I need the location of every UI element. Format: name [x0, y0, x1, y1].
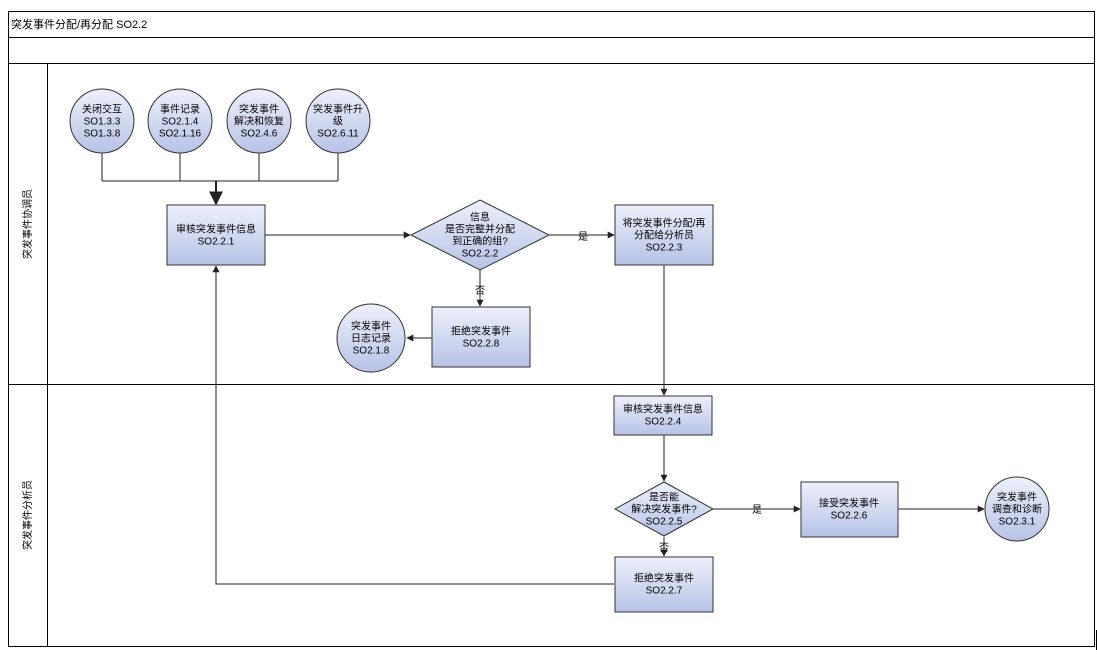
node-c4-label-line: 级 — [333, 116, 343, 128]
node-c218-label-line: SO2.1.8 — [353, 346, 390, 357]
node-c231-label-line: 调查和诊断 — [992, 503, 1042, 516]
node-r228-label-line: SO2.2.8 — [463, 339, 500, 350]
node-228-box[interactable] — [431, 306, 531, 368]
node-c4-label-line: 突发事件升 — [313, 103, 363, 116]
node-d225-label-line: 是否能 — [649, 491, 679, 504]
node-r227-label-line: SO2.2.7 — [646, 586, 683, 597]
node-c3-circle[interactable] — [226, 88, 292, 154]
node-c2-circle[interactable] — [147, 88, 213, 154]
node-c3-label-line: 突发事件 — [239, 103, 279, 116]
node-221-box[interactable] — [166, 204, 266, 266]
edge-label-no-225: 否 — [659, 542, 669, 554]
node-224-box[interactable] — [613, 395, 713, 436]
node-225-diamond[interactable] — [613, 481, 715, 537]
node-222-diamond[interactable] — [409, 199, 551, 271]
node-c3-label-line: 解决和恢复 — [234, 115, 284, 128]
node-r223-label-line: 分配给分析员 — [634, 229, 694, 242]
node-r221-label-line: SO2.2.1 — [198, 237, 235, 248]
node-d225-label: 是否能解决突发事件?SO2.2.5 — [631, 491, 697, 528]
node-c4-circle[interactable] — [305, 88, 371, 154]
node-c218-label-line: 日志记录 — [351, 332, 391, 345]
node-r224-label-line: 审核突发事件信息 — [623, 403, 703, 416]
node-226-box[interactable] — [800, 481, 899, 538]
node-218-circle[interactable] — [336, 303, 406, 373]
shapes — [69, 88, 1050, 613]
node-r227-label-line: 拒绝突发事件 — [634, 572, 694, 585]
node-c1-label-line: SO1.3.8 — [84, 129, 121, 140]
node-c231-label-line: 突发事件 — [997, 491, 1037, 504]
edge-label-yes-225: 是 — [752, 504, 762, 516]
node-223-box[interactable] — [614, 204, 714, 266]
node-r226-label-line: SO2.2.6 — [831, 511, 868, 522]
node-c231-label-line: SO2.3.1 — [999, 517, 1036, 528]
node-d222-label-line: 信息 — [470, 211, 490, 224]
node-d222-label-line: SO2.2.2 — [462, 249, 499, 260]
node-r221-label-line: 审核突发事件信息 — [176, 223, 256, 236]
node-r224-label-line: SO2.2.4 — [645, 417, 682, 428]
node-d225-label-line: SO2.2.5 — [646, 517, 683, 528]
node-227-box[interactable] — [614, 556, 714, 613]
node-d222-label-line: 到正确的组? — [452, 235, 508, 248]
page-title: 突发事件分配/再分配 SO2.2 — [11, 17, 147, 31]
node-r223-label-line: 将突发事件分配/再 — [623, 217, 706, 230]
node-r226-label-line: 接受突发事件 — [819, 497, 879, 510]
node-c2-label-line: SO2.1.16 — [159, 129, 202, 140]
node-c2-label-line: 事件记录 — [160, 103, 200, 116]
node-d222-label-line: 是否完整并分配 — [445, 223, 515, 236]
node-c2-label-line: SO2.1.4 — [162, 117, 199, 128]
node-c218-label-line: 突发事件 — [351, 320, 391, 333]
node-c1-circle[interactable] — [69, 88, 135, 154]
connectors — [101, 152, 985, 585]
lane-label-analyst: 突发事件分析员 — [21, 480, 34, 550]
edge-label-yes-222: 是 — [578, 231, 588, 243]
node-c1-label-line: 关闭交互 — [82, 103, 122, 116]
node-c1-label-line: SO1.3.3 — [84, 117, 121, 128]
node-r223-label-line: SO2.2.3 — [646, 243, 683, 254]
node-r228-label-line: 拒绝突发事件 — [451, 325, 511, 338]
node-d222-label: 信息是否完整并分配到正确的组?SO2.2.2 — [445, 211, 515, 260]
lane-label-coordinator: 突发事件协调员 — [21, 189, 34, 259]
arrow-227-loop-to-221 — [212, 265, 614, 585]
node-c3-label-line: SO2.4.6 — [241, 129, 278, 140]
node-231-circle[interactable] — [984, 476, 1050, 542]
edge-label-no-222: 否 — [475, 285, 485, 297]
node-c4-label-line: SO2.6.11 — [317, 129, 359, 140]
node-d225-label-line: 解决突发事件? — [631, 503, 697, 516]
